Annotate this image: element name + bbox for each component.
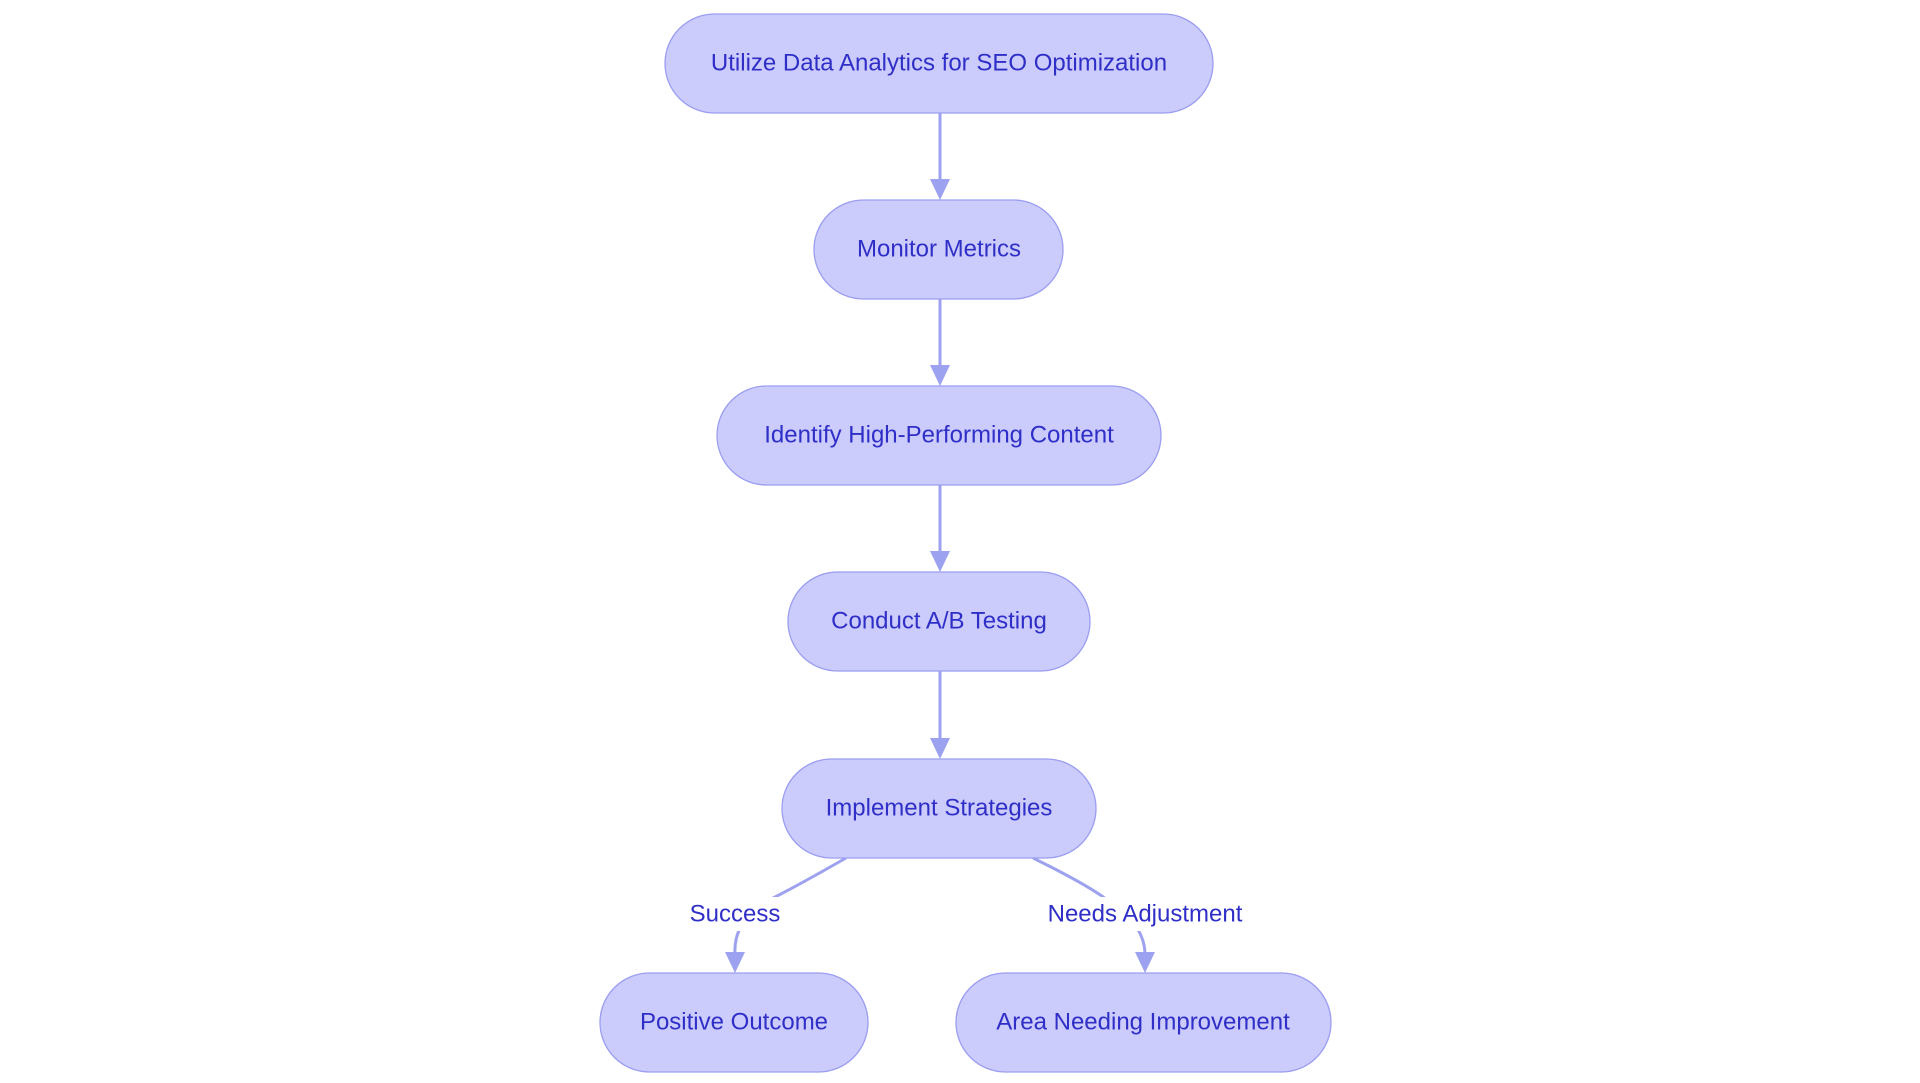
edge-conduct-to-implement — [930, 671, 950, 759]
node-conduct-ab-testing: Conduct A/B Testing — [787, 571, 1091, 672]
node-area-needing-improvement-label: Area Needing Improvement — [996, 1009, 1290, 1036]
node-area-needing-improvement: Area Needing Improvement — [955, 972, 1332, 1073]
edge-utilize-to-monitor — [930, 113, 950, 200]
node-implement-strategies-label: Implement Strategies — [826, 795, 1053, 822]
node-implement-strategies: Implement Strategies — [781, 758, 1097, 859]
node-monitor-metrics-label: Monitor Metrics — [857, 236, 1021, 263]
node-identify-high-performing-content-label: Identify High-Performing Content — [764, 422, 1114, 449]
edge-identify-to-conduct — [930, 485, 950, 572]
node-conduct-ab-testing-label: Conduct A/B Testing — [831, 608, 1047, 635]
node-utilize-data-analytics-label: Utilize Data Analytics for SEO Optimizat… — [711, 50, 1167, 77]
edge-label-success-text: Success — [690, 901, 781, 928]
node-identify-high-performing-content: Identify High-Performing Content — [716, 385, 1162, 486]
node-positive-outcome: Positive Outcome — [599, 972, 869, 1073]
edge-label-success: Success — [682, 897, 788, 931]
edge-label-needs-adjustment-text: Needs Adjustment — [1048, 901, 1243, 928]
node-utilize-data-analytics: Utilize Data Analytics for SEO Optimizat… — [664, 13, 1214, 114]
edge-label-needs-adjustment: Needs Adjustment — [1033, 897, 1257, 931]
node-positive-outcome-label: Positive Outcome — [640, 1009, 828, 1036]
node-monitor-metrics: Monitor Metrics — [813, 199, 1064, 300]
edge-monitor-to-identify — [930, 299, 950, 386]
